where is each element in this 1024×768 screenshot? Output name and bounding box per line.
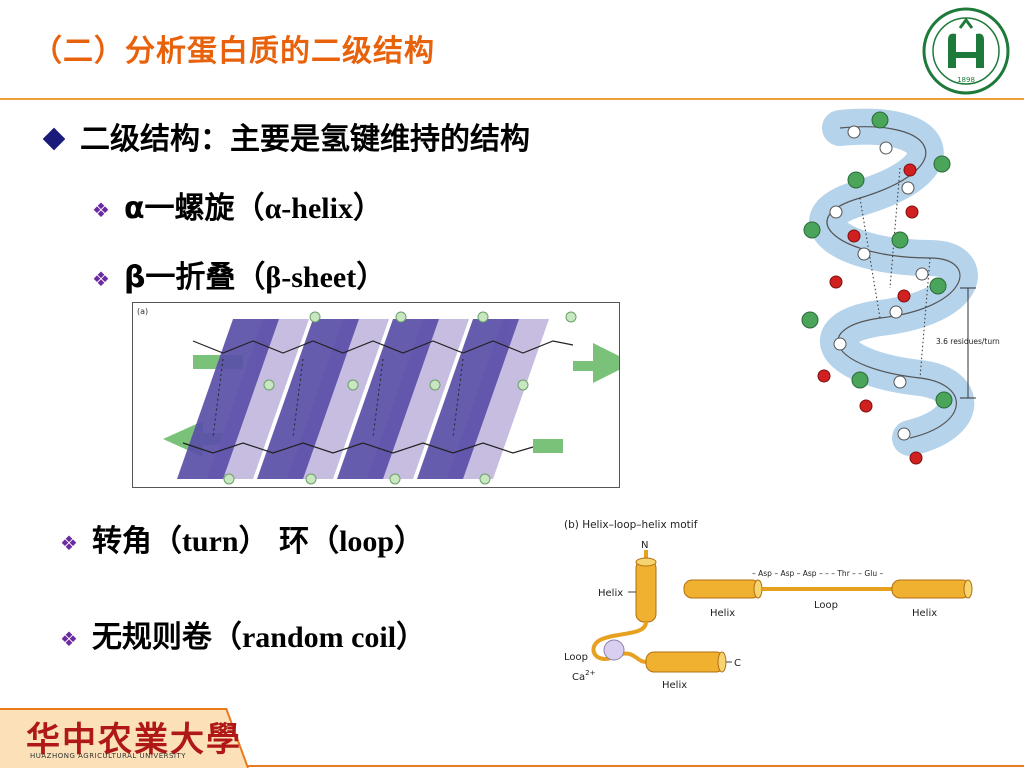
helix-cylinder-1 xyxy=(635,559,657,623)
helix-cylinder-3 xyxy=(683,579,761,599)
seal-year: 1898 xyxy=(957,76,975,84)
turn-term: turn xyxy=(181,525,239,558)
helix-cylinder-2 xyxy=(645,651,725,673)
coil-prefix: 无规则卷（ xyxy=(91,620,242,655)
motif-n-label: N xyxy=(641,540,648,551)
coil-term: random coil xyxy=(241,621,397,654)
star-bullet-icon: ❖ xyxy=(92,198,110,222)
star-bullet-icon: ❖ xyxy=(92,267,110,291)
footer-university-subtitle: HUAZHONG AGRICULTURAL UNIVERSITY xyxy=(30,752,187,760)
sub-point-turn: ❖ 转角（turn） 环（loop） xyxy=(60,516,424,560)
diamond-bullet-icon xyxy=(42,127,66,151)
alpha-suffix: ） xyxy=(352,191,383,226)
star-bullet-icon: ❖ xyxy=(60,627,78,651)
sub-point-coil: ❖ 无规则卷（random coil） xyxy=(60,612,426,656)
slide-title: （二）分析蛋白质的二级结构 xyxy=(32,34,435,69)
motif-c-label: C xyxy=(734,658,741,669)
alpha-prefix: α一螺旋（ xyxy=(123,191,265,226)
beta-term: β-sheet xyxy=(265,261,357,294)
alpha-helix-figure: 3.6 residues/turn xyxy=(801,108,1000,465)
sub-point-alpha: ❖ α一螺旋（α-helix） xyxy=(92,183,383,227)
alpha-term: α-helix xyxy=(264,192,353,225)
university-seal-icon: 1898 xyxy=(922,7,1010,95)
footer-bar xyxy=(0,708,1024,768)
motif-caption: (b) Helix–loop–helix motif xyxy=(564,519,698,531)
motif-helix-label-1: Helix xyxy=(598,588,623,599)
footer-university-name: 华中农業大學 xyxy=(26,720,242,760)
calcium-ion-icon xyxy=(603,639,625,661)
sheet-panel-label: (a) xyxy=(137,307,148,316)
motif-ion-label: Ca2+ xyxy=(572,669,596,683)
motif-helix-label-3: Helix xyxy=(710,608,735,619)
turn-suffix: ） xyxy=(394,524,425,559)
main-point-text: 二级结构：主要是氢键维持的结构 xyxy=(80,122,530,157)
beta-sheet-figure: (a) xyxy=(132,302,620,488)
loop-term: loop xyxy=(339,525,395,558)
motif-helix-label-4: Helix xyxy=(912,608,937,619)
star-bullet-icon: ❖ xyxy=(60,531,78,555)
helix-cylinder-4 xyxy=(891,579,971,599)
sub-point-beta: ❖ β一折叠（β-sheet） xyxy=(92,252,386,296)
beta-prefix: β一折叠（ xyxy=(123,260,266,295)
helix-annotation: 3.6 residues/turn xyxy=(936,337,1000,346)
motif-sequence: – Asp – Asp – Asp – – – Thr – – Glu – xyxy=(752,569,883,578)
helix-loop-helix-figure: (b) Helix–loop–helix motif N Helix Loop … xyxy=(564,519,973,691)
turn-mid: ） 环（ xyxy=(238,524,340,559)
arrow-right-icon xyxy=(573,343,619,383)
motif-loop-label-2: Loop xyxy=(814,600,838,611)
turn-prefix: 转角（ xyxy=(91,524,182,559)
coil-suffix: ） xyxy=(396,620,427,655)
title-divider xyxy=(0,98,1024,100)
motif-loop-label-1: Loop xyxy=(564,652,588,663)
motif-helix-label-2: Helix xyxy=(662,680,687,691)
main-point: 二级结构：主要是氢键维持的结构 xyxy=(40,114,530,158)
beta-suffix: ） xyxy=(356,260,387,295)
